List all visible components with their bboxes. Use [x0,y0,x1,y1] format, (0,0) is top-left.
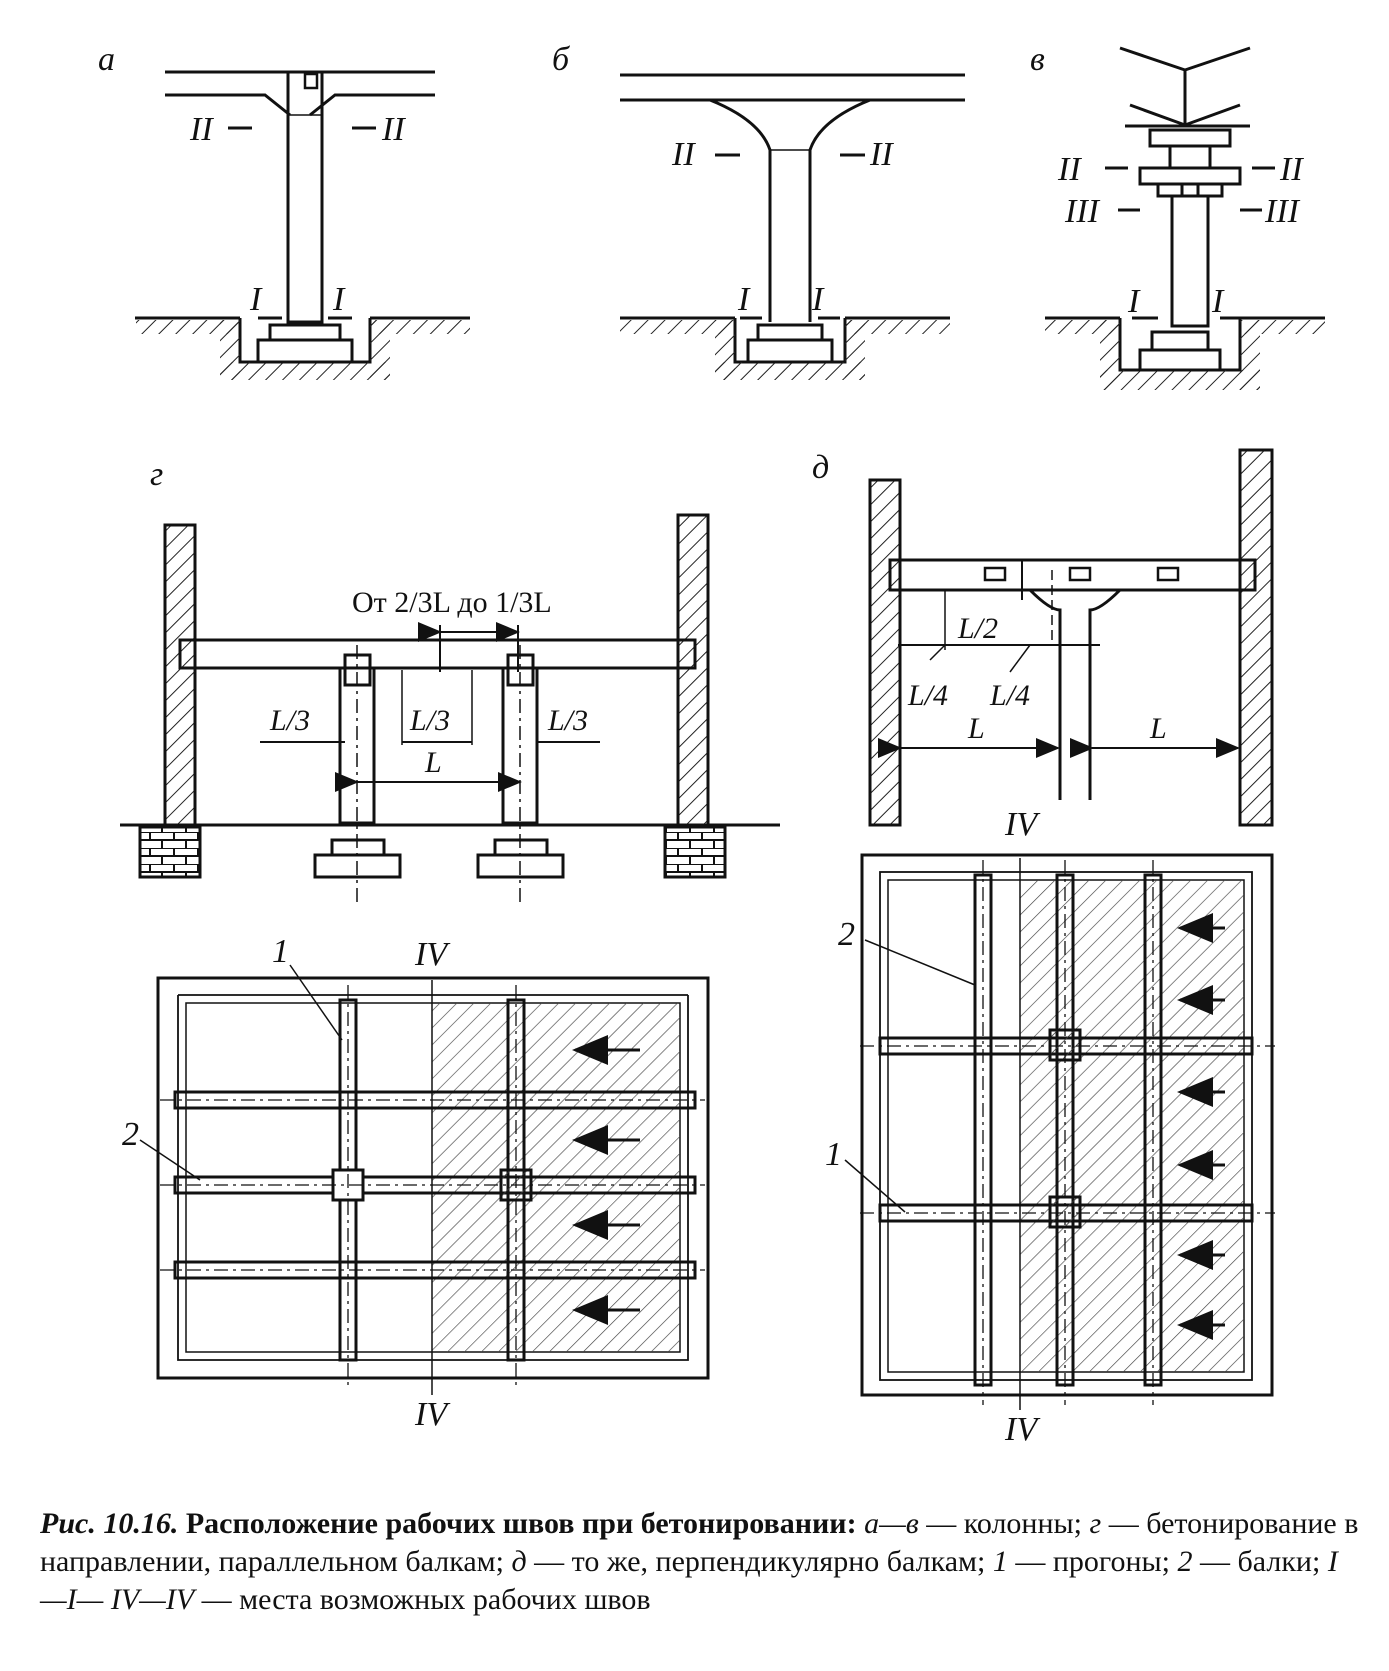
figure-caption: Рис. 10.16. Расположение рабочих швов пр… [40,1505,1360,1619]
panel-label-v: в [1030,41,1045,78]
section-label-d-bottom: IV [1004,1411,1041,1448]
dimension-span-d-left: L [967,712,985,745]
caption-part-5: 2 [1177,1545,1193,1578]
column-diagram-b [620,73,965,380]
dimension-span-d-right: L [1149,712,1167,745]
floor-plan-g [139,964,710,1395]
caption-text-2: — бетонирование в направлении, параллель… [40,1507,1359,1578]
caption-title: Расположение рабочих швов при бетонирова… [185,1507,857,1540]
section-label-v-base-left: I [1127,283,1141,320]
section-label-b-base-right: I [811,281,825,318]
column-diagram-v [1045,46,1325,390]
section-label-g-top: IV [414,936,451,973]
caption-text-3: — то же, перпендикулярно балкам; [534,1545,986,1578]
marker-1-plan-g: 1 [272,933,289,970]
panel-label-a: а [98,41,115,78]
caption-figure-number: Рис. 10.16. [40,1507,179,1540]
section-label-v-left: II [1057,151,1082,188]
caption-text-4: — прогоны; [1015,1545,1171,1578]
section-label-g-bottom: IV [414,1396,451,1433]
section-label-b-right: II [869,136,894,173]
section-label-a-base-left: I [249,281,263,318]
dimension-half: L/2 [957,612,998,645]
panel-label-d: д [812,449,829,486]
dimension-range: От 2/3L до 1/3L [352,586,552,619]
section-label-v-mid-right: III [1264,193,1301,230]
section-label-v-mid-left: III [1064,193,1101,230]
caption-text-6: — места возможных рабочих швов [201,1583,651,1616]
beam-elevation-g [120,513,780,905]
floor-plan-d [844,853,1275,1410]
column-diagram-a [135,70,470,380]
section-label-a-left: II [189,111,214,148]
section-label-a-right: II [381,111,406,148]
caption-text-1: — колонны; [926,1507,1083,1540]
section-label-v-right: II [1279,151,1304,188]
section-label-d-top: IV [1004,806,1041,843]
beam-elevation-d [868,448,1274,827]
caption-part-4: 1 [992,1545,1008,1578]
diagram-labels: а б в г д II II I I II II I I II II III … [98,41,1304,1448]
marker-2-plan-g: 2 [122,1116,139,1153]
dimension-span-g: L [424,746,442,779]
caption-part-1: а—в [864,1507,919,1540]
caption-part-6: I—I— IV—IV [40,1545,1338,1616]
dimension-third-right: L/3 [547,704,588,737]
dimension-quarter-right: L/4 [989,679,1030,712]
section-label-b-base-left: I [737,281,751,318]
dimension-third-middle: L/3 [409,704,450,737]
section-label-v-base-right: I [1211,283,1225,320]
section-label-b-left: II [671,136,696,173]
caption-part-3: д [511,1545,527,1578]
marker-1-plan-d: 1 [825,1136,842,1173]
panel-label-b: б [552,41,571,78]
dimension-quarter-left: L/4 [907,679,948,712]
caption-text-5: — балки; [1200,1545,1321,1578]
caption-part-2: г [1089,1507,1102,1540]
figure-diagram: а б в г д II II I I II II I I II II III … [98,41,1325,1448]
marker-2-plan-d: 2 [838,916,855,953]
section-label-a-base-right: I [332,281,346,318]
dimension-third-left: L/3 [269,704,310,737]
panel-label-g: г [150,456,163,493]
